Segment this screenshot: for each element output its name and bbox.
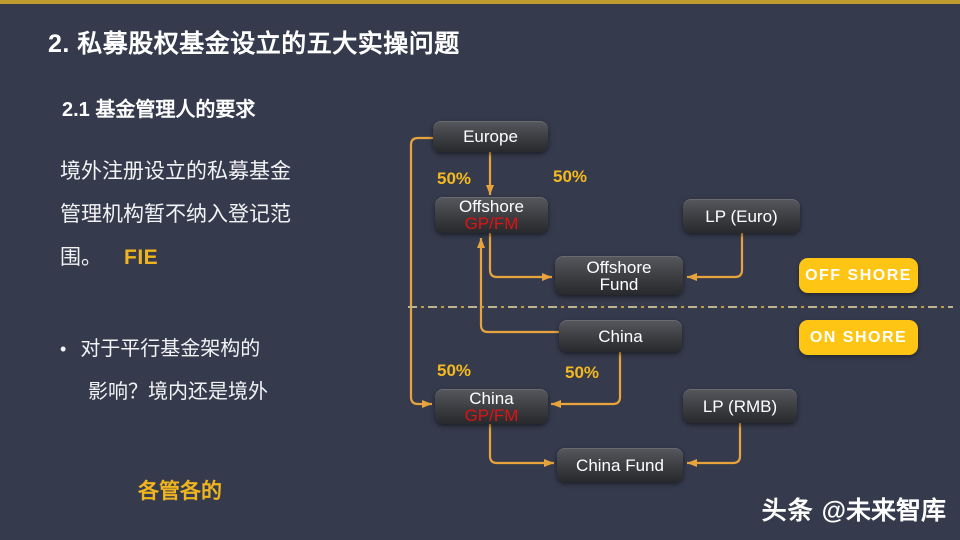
arrow-lp-rmb-to-china-fund	[687, 423, 742, 467]
brand-watermark: 头条@未来智库	[762, 491, 946, 527]
diagram-node-china-gpfm: China GP/FM	[435, 389, 548, 424]
body-line-2: 管理机构暂不纳入登记范	[60, 203, 291, 226]
diagram-node-offshore-gpfm: Offshore GP/FM	[435, 197, 548, 233]
brand-handle: @未来智库	[821, 497, 946, 525]
arrow-china-to-offshore-gpfm	[477, 238, 559, 334]
diagram-node-offshore-fund: Offshore Fund	[555, 256, 683, 295]
body-line-3-text: 围。	[60, 246, 102, 269]
arrow-offshore-gpfm-to-offshore-fund	[488, 233, 552, 281]
bullet-line-1: • 对于平行基金架构的	[60, 328, 268, 371]
diagram-node-lp-euro: LP (Euro)	[683, 199, 800, 233]
toutiao-logo: 头条	[761, 497, 814, 525]
percent-label-china-right: 50%	[565, 363, 600, 382]
fie-highlight: FIE	[124, 246, 159, 269]
diagram-node-lp-rmb: LP (RMB)	[683, 389, 797, 423]
diagram-node-china: China	[559, 320, 682, 352]
percent-label-china-left: 50%	[437, 361, 472, 380]
node-label: Offshore	[459, 197, 524, 216]
arrow-china-gpfm-to-china-fund	[488, 424, 554, 467]
section-subtitle: 2.1 基金管理人的要求	[62, 99, 256, 121]
bullet-item: • 对于平行基金架构的 影响？境内还是境外	[60, 328, 268, 414]
gpfm-label: GP/FM	[464, 214, 519, 233]
body-line-3: 围。 FIE	[60, 236, 291, 279]
bullet-line-1-text: 对于平行基金架构的	[80, 338, 261, 360]
node-label-2: Fund	[599, 274, 639, 294]
node-label: China	[469, 388, 514, 408]
body-line-1: 境外注册设立的私募基金	[60, 160, 291, 183]
node-label: LP (RMB)	[702, 396, 778, 416]
gpfm-label: GP/FM	[464, 405, 519, 425]
node-label: China Fund	[576, 455, 664, 475]
diagram-node-europe: Europe	[433, 121, 548, 152]
offshore-onshore-divider	[408, 306, 953, 308]
diagram-node-china-fund: China Fund	[557, 448, 683, 482]
bullet-marker: •	[60, 339, 67, 359]
node-label: Europe	[463, 127, 518, 146]
percent-label-europe-offshore: 50%	[437, 169, 472, 188]
catchphrase: 各管各的	[138, 480, 222, 503]
arrow-lp-euro-to-offshore-fund	[687, 233, 744, 281]
node-label: LP (Euro)	[705, 206, 778, 226]
offshore-badge: OFF SHORE	[799, 258, 918, 293]
body-paragraph: 境外注册设立的私募基金 管理机构暂不纳入登记范 围。 FIE	[60, 150, 291, 279]
node-label: China	[598, 326, 643, 346]
top-accent-line	[0, 0, 960, 4]
bullet-line-2: 影响？境内还是境外	[88, 381, 268, 403]
onshore-badge: ON SHORE	[799, 320, 918, 355]
arrow-europe-to-china-gpfm	[409, 136, 433, 408]
percent-label-offshore-right: 50%	[553, 167, 588, 186]
node-label: Offshore	[586, 257, 652, 277]
page-title: 2. 私募股权基金设立的五大实操问题	[48, 30, 460, 58]
